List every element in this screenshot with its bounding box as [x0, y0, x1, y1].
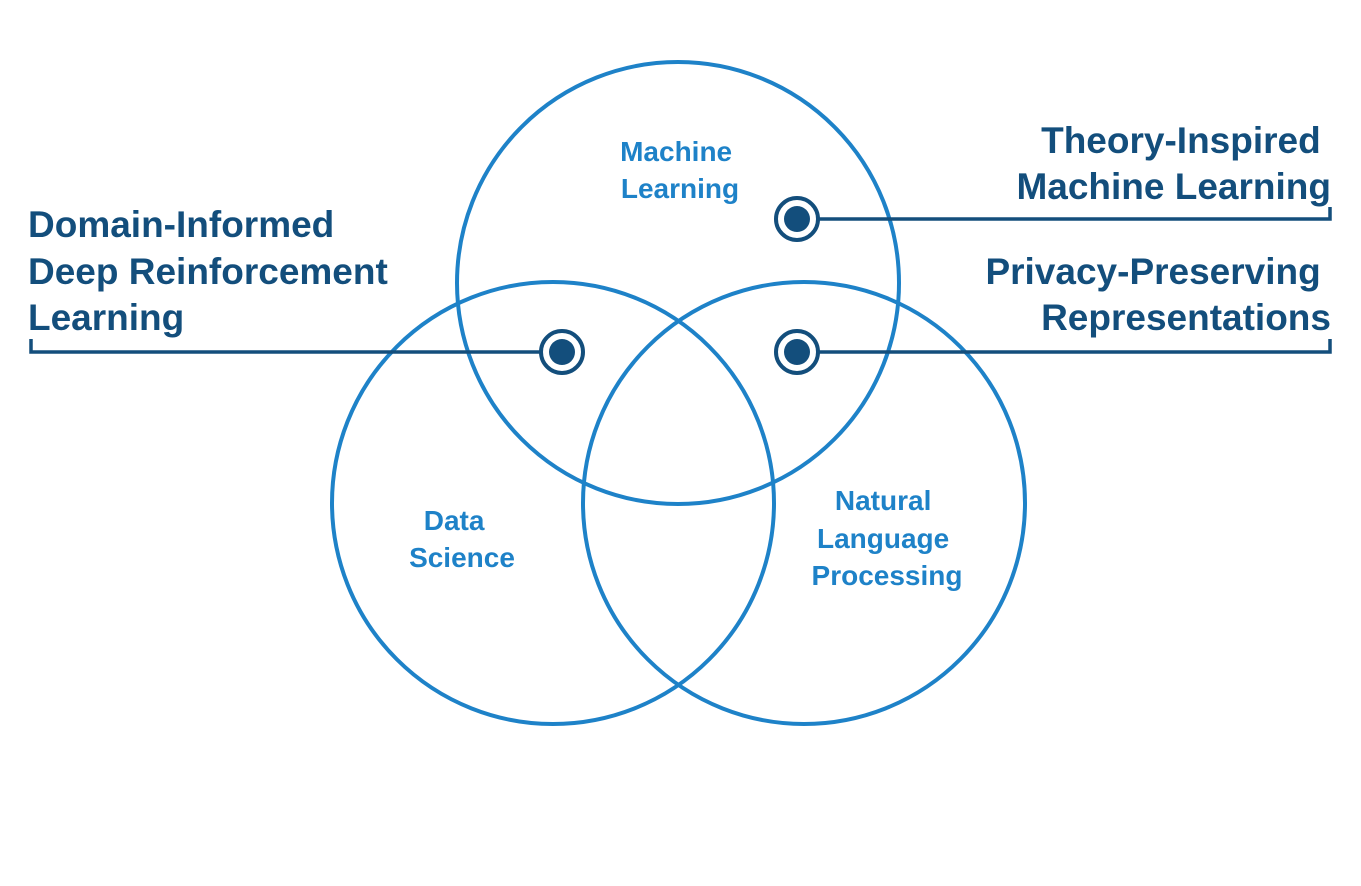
data-science-circle: [330, 280, 776, 726]
theory-inspired-line1: Theory-Inspired: [1041, 120, 1321, 161]
machine-learning-label-line2: Learning: [621, 173, 739, 204]
nlp-circle: [581, 280, 1027, 726]
privacy-preserving-line1: Privacy-Preserving: [985, 251, 1320, 292]
theory-inspired-leader-line: [819, 207, 1332, 221]
machine-learning-label-line1: Machine: [620, 136, 732, 167]
domain-informed-marker-dot: [549, 339, 575, 365]
privacy-preserving-callout: Privacy-Preserving Representations: [774, 251, 1332, 375]
domain-informed-line2: Deep Reinforcement: [28, 251, 388, 292]
domain-informed-leader-line: [29, 339, 540, 354]
nlp-label-line3: Processing: [812, 560, 963, 591]
privacy-preserving-leader-line: [819, 339, 1332, 354]
data-science-label-line2: Science: [409, 542, 515, 573]
machine-learning-label: Machine Learning: [620, 136, 740, 204]
data-science-label: Data Science: [409, 505, 515, 573]
nlp-label-line1: Natural: [835, 485, 931, 516]
privacy-preserving-marker-dot: [784, 339, 810, 365]
domain-informed-text: Domain-Informed Deep Reinforcement Learn…: [28, 204, 398, 338]
machine-learning-circle: [455, 60, 901, 506]
theory-inspired-line2: Machine Learning: [1016, 166, 1331, 207]
data-science-label-line1: Data: [424, 505, 485, 536]
theory-inspired-callout: Theory-Inspired Machine Learning: [774, 120, 1332, 242]
theory-inspired-marker-dot: [784, 206, 810, 232]
theory-inspired-text: Theory-Inspired Machine Learning: [1016, 120, 1331, 207]
privacy-preserving-text: Privacy-Preserving Representations: [985, 251, 1331, 338]
domain-informed-callout: Domain-Informed Deep Reinforcement Learn…: [28, 204, 585, 375]
privacy-preserving-line2: Representations: [1041, 297, 1331, 338]
nlp-label: Natural Language Processing: [812, 485, 963, 591]
domain-informed-line1: Domain-Informed: [28, 204, 334, 245]
domain-informed-line3: Learning: [28, 297, 184, 338]
nlp-label-line2: Language: [817, 523, 949, 554]
